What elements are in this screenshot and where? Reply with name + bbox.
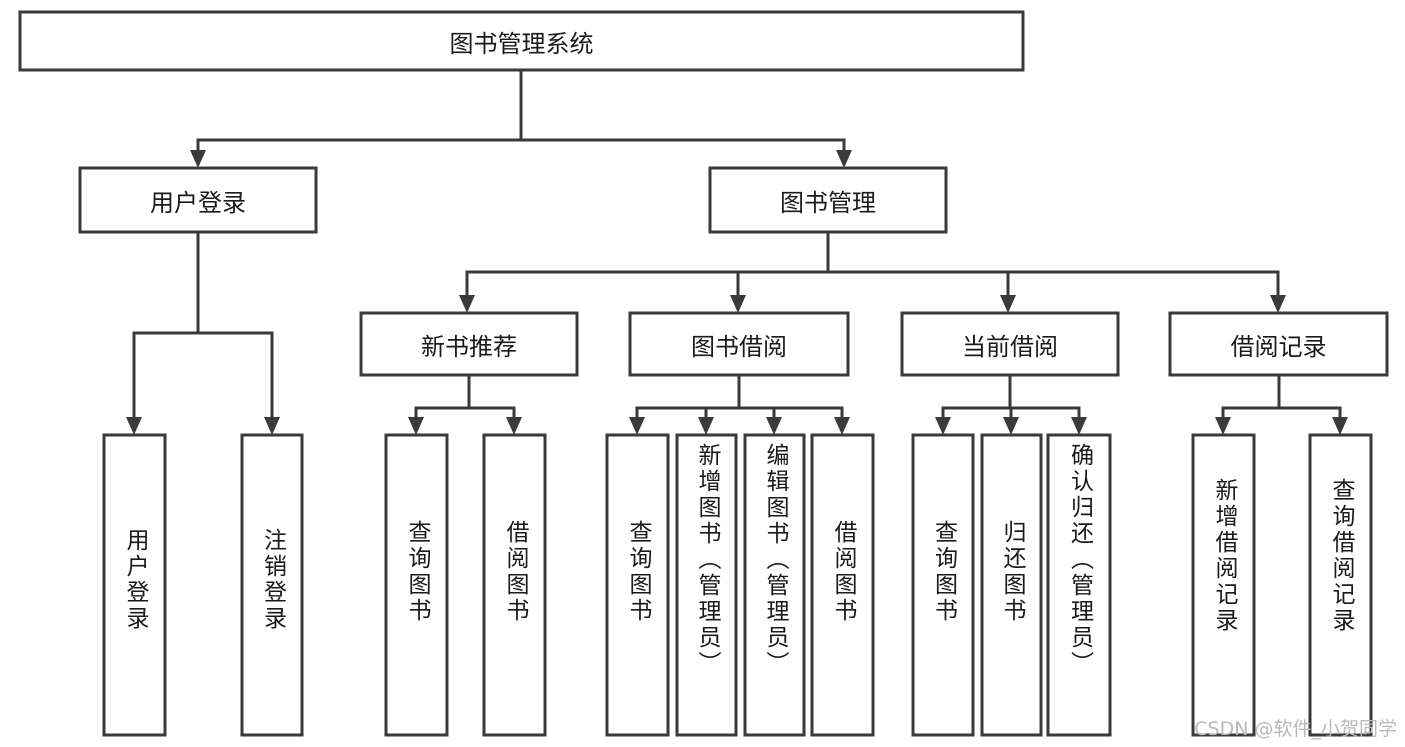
- node-box-leaf-return-book[interactable]: [980, 433, 1043, 737]
- connector-group-borrow: [629, 373, 850, 435]
- node-box-leaf-user-login[interactable]: [102, 433, 167, 737]
- connector-group-user-login: [126, 230, 280, 435]
- node-box-leaf-query-book-1[interactable]: [384, 433, 449, 737]
- node-box-leaf-add-book[interactable]: [675, 433, 738, 737]
- node-box-root[interactable]: [18, 10, 1025, 72]
- arrowhead-leaf-query-book-3: [935, 417, 951, 435]
- arrowhead-leaf-confirm-return: [1071, 417, 1087, 435]
- connector-group-current: [935, 373, 1087, 435]
- node-box-leaf-logout[interactable]: [240, 433, 304, 737]
- node-box-leaf-confirm-return[interactable]: [1046, 433, 1112, 737]
- connector-group-record: [1215, 373, 1348, 435]
- node-box-leaf-query-book-3[interactable]: [911, 433, 975, 737]
- node-box-leaf-borrow-book-1[interactable]: [482, 433, 547, 737]
- arrowhead-leaf-add-book: [698, 417, 714, 435]
- node-box-leaf-query-record[interactable]: [1308, 433, 1373, 737]
- arrowhead-leaf-return-book: [1003, 417, 1019, 435]
- connector-group-root: [190, 68, 852, 168]
- arrowhead-leaf-borrow-book-2: [834, 417, 850, 435]
- connector-group-newbook: [408, 373, 522, 435]
- node-box-borrow-record[interactable]: [1168, 311, 1389, 377]
- node-box-leaf-edit-book[interactable]: [743, 433, 806, 737]
- node-box-leaf-add-record[interactable]: [1191, 433, 1256, 737]
- node-box-new-book-recommend[interactable]: [359, 311, 579, 377]
- arrowhead-user-login: [190, 150, 206, 168]
- arrowhead-leaf-query-record: [1332, 417, 1348, 435]
- arrowhead-leaf-query-book-1: [408, 417, 424, 435]
- arrowhead-leaf-logout: [264, 417, 280, 435]
- node-box-leaf-borrow-book-2[interactable]: [810, 433, 875, 737]
- connector-group-book-mgmt: [459, 230, 1286, 313]
- arrowhead-leaf-add-record: [1215, 417, 1231, 435]
- node-box-book-management[interactable]: [708, 166, 948, 234]
- arrowhead-leaf-borrow-book-1: [506, 417, 522, 435]
- arrowhead-record: [1270, 295, 1286, 313]
- arrowhead-book-mgmt: [836, 150, 852, 168]
- arrowhead-newbook: [459, 295, 475, 313]
- node-box-current-borrow[interactable]: [900, 311, 1120, 377]
- arrowhead-leaf-query-book-2: [629, 417, 645, 435]
- arrowhead-leaf-user-login: [126, 417, 142, 435]
- arrowhead-current: [1000, 295, 1016, 313]
- node-box-book-borrow[interactable]: [628, 311, 850, 377]
- node-box-user-login[interactable]: [78, 166, 318, 234]
- arrowhead-borrow: [730, 295, 746, 313]
- arrowhead-leaf-edit-book: [766, 417, 782, 435]
- node-box-leaf-query-book-2[interactable]: [605, 433, 670, 737]
